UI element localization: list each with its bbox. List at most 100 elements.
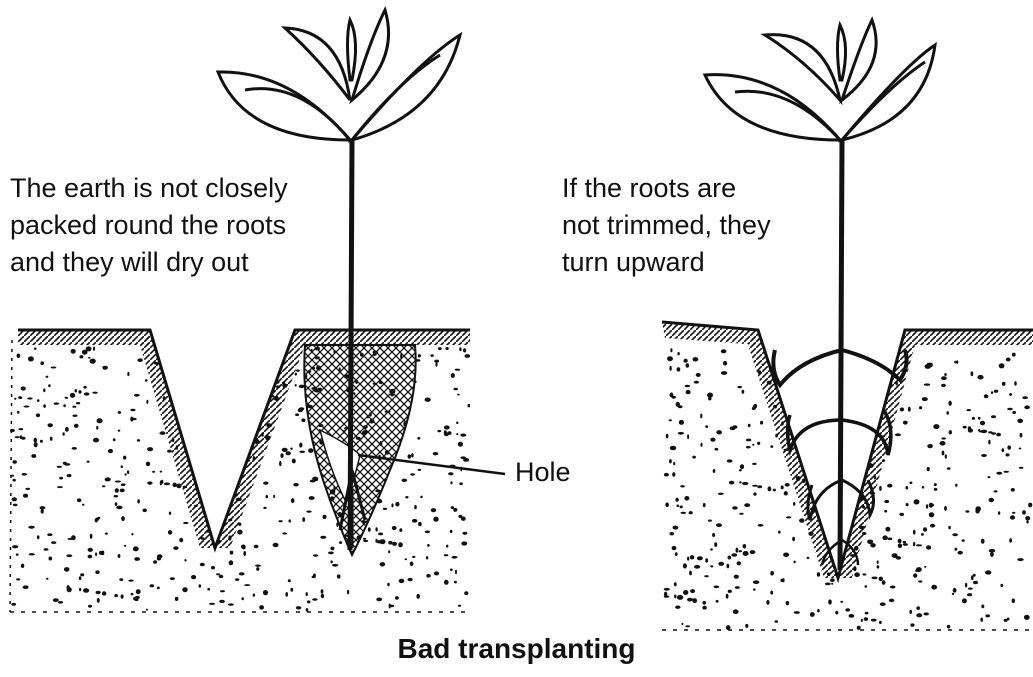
- soil-speckle: [672, 396, 676, 399]
- soil-speckle: [216, 573, 220, 575]
- soil-speckle: [994, 490, 998, 492]
- soil-speckle: [51, 367, 57, 369]
- soil-speckle: [753, 405, 756, 410]
- soil-speckle: [256, 420, 260, 423]
- soil-speckle: [425, 398, 431, 402]
- soil-speckle: [710, 565, 713, 567]
- soil-speckle: [49, 557, 53, 561]
- soil-speckle: [425, 531, 430, 534]
- soil-speckle: [118, 430, 121, 432]
- soil-speckle: [97, 418, 103, 423]
- soil-speckle: [728, 556, 732, 560]
- soil-speckle: [860, 442, 864, 444]
- soil-speckle: [228, 367, 234, 372]
- soil-speckle: [21, 564, 24, 568]
- soil-speckle: [202, 410, 206, 413]
- soil-speckle: [952, 593, 954, 595]
- soil-speckle: [408, 578, 413, 581]
- soil-speckle: [192, 418, 197, 420]
- soil-speckle: [455, 570, 457, 575]
- soil-speckle: [673, 462, 675, 465]
- soil-speckle: [808, 532, 813, 536]
- soil-speckle: [380, 562, 386, 566]
- soil-speckle: [672, 546, 677, 550]
- soil-speckle: [859, 526, 865, 530]
- soil-speckle: [933, 424, 939, 429]
- soil-speckle: [414, 505, 417, 509]
- soil-speckle: [923, 612, 929, 615]
- soil-speckle: [989, 549, 995, 553]
- soil-speckle: [802, 479, 805, 484]
- soil-speckle: [388, 541, 392, 545]
- soil-speckle: [102, 485, 105, 487]
- soil-speckle: [906, 503, 909, 506]
- soil-speckle: [727, 459, 733, 462]
- soil-speckle: [46, 376, 49, 378]
- soil-speckle: [169, 352, 175, 355]
- soil-speckle: [753, 580, 759, 584]
- soil-speckle: [903, 421, 908, 425]
- soil-speckle: [75, 389, 78, 392]
- soil-speckle: [183, 522, 189, 524]
- soil-speckle: [942, 451, 945, 456]
- soil-speckle: [996, 472, 1002, 475]
- soil-speckle: [456, 433, 458, 435]
- soil-speckle: [434, 360, 439, 363]
- soil-speckle: [735, 586, 740, 589]
- soil-speckle: [965, 583, 967, 588]
- soil-speckle: [739, 550, 742, 552]
- soil-speckle: [201, 537, 205, 540]
- soil-speckle: [816, 491, 820, 494]
- soil-speckle: [459, 347, 461, 351]
- soil-speckle: [809, 367, 811, 372]
- soil-speckle: [744, 503, 750, 507]
- soil-speckle: [880, 602, 886, 606]
- soil-speckle: [1010, 515, 1015, 519]
- soil-speckle: [899, 513, 904, 516]
- soil-speckle: [320, 536, 326, 539]
- soil-speckle: [762, 364, 764, 367]
- soil-speckle: [93, 347, 95, 351]
- soil-speckle: [670, 348, 672, 352]
- soil-speckle: [739, 469, 742, 471]
- soil-speckle: [254, 545, 259, 549]
- right-caption-line: turn upward: [562, 244, 771, 281]
- soil-speckle: [90, 534, 93, 539]
- soil-speckle: [70, 393, 75, 398]
- soil-speckle: [686, 363, 690, 368]
- soil-speckle: [820, 428, 824, 431]
- soil-speckle: [927, 444, 933, 448]
- soil-speckle: [175, 597, 179, 601]
- soil-speckle: [460, 456, 466, 459]
- soil-speckle: [460, 434, 466, 437]
- soil-speckle: [921, 533, 924, 536]
- soil-speckle: [962, 598, 967, 603]
- soil-speckle: [37, 399, 40, 402]
- soil-speckle: [760, 421, 763, 425]
- soil-speckle: [102, 366, 108, 370]
- soil-speckle: [402, 479, 408, 482]
- soil-speckle: [677, 352, 679, 355]
- soil-speckle: [664, 473, 669, 477]
- soil-speckle: [851, 402, 857, 406]
- soil-speckle: [96, 426, 98, 430]
- soil-speckle: [929, 512, 934, 517]
- soil-speckle: [766, 600, 769, 605]
- soil-speckle: [667, 356, 673, 361]
- soil-speckle: [88, 548, 93, 552]
- soil-speckle: [712, 533, 715, 537]
- soil-speckle: [810, 612, 815, 617]
- soil-speckle: [1022, 396, 1028, 399]
- right-caption-line: If the roots are: [562, 170, 771, 207]
- soil-speckle: [989, 498, 995, 502]
- soil-speckle: [121, 516, 125, 521]
- soil-speckle: [64, 567, 70, 572]
- soil-speckle: [398, 542, 403, 547]
- soil-speckle: [679, 420, 684, 425]
- left-caption-line: and they will dry out: [10, 244, 288, 281]
- soil-speckle: [1006, 453, 1010, 456]
- soil-speckle: [674, 594, 676, 598]
- soil-speckle: [678, 432, 684, 435]
- soil-speckle: [211, 444, 215, 449]
